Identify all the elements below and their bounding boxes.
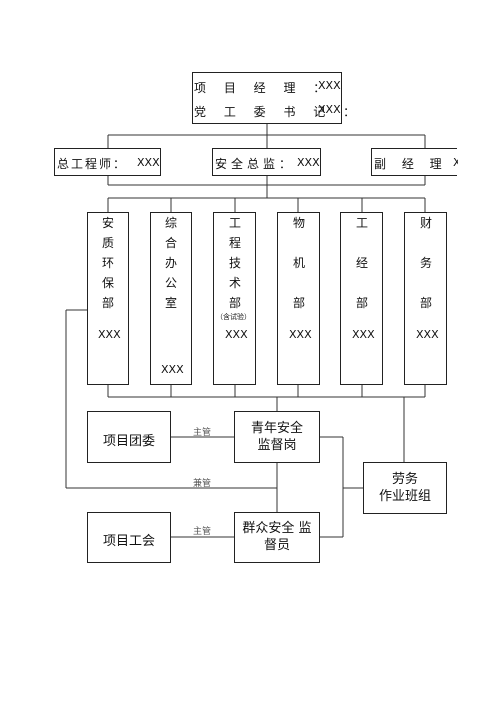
dept-char: 综 [164, 216, 177, 230]
dept-char [292, 273, 306, 293]
dept-engineering: 工 程 技 术 部 （含试验） XXX [213, 212, 256, 385]
dept-economics: 工 经 部 XXX [340, 212, 383, 385]
dept-char [292, 233, 306, 253]
dept-char: 经 [355, 256, 368, 270]
dept-head: XXX [352, 328, 375, 341]
chief-engineer-value: XXX [137, 156, 160, 169]
dept-head: XXX [161, 363, 184, 376]
youth-safety-post-label: 青年安全 监督岗 [250, 421, 303, 453]
safety-director-label: 安全总监： [215, 157, 296, 171]
labor-team-box: 劳务 作业班组 [363, 462, 447, 514]
project-manager-value: XXX [318, 79, 341, 92]
dept-char: 财 [419, 216, 432, 230]
dept-char: 办 [164, 256, 177, 270]
dept-materials: 物 机 部 XXX [277, 212, 320, 385]
safety-director-box: 安全总监： XXX [212, 148, 321, 176]
party-secretary-label: 党 工 委 书 记 ： [194, 105, 363, 119]
dept-char: 术 [228, 276, 241, 290]
in-charge-label-2: 主管 [193, 527, 212, 537]
dept-char: 工 [228, 216, 241, 230]
dept-char: 环 [101, 256, 114, 270]
deputy-manager-label: 副 经 理 ： [374, 157, 458, 171]
dept-char: 保 [101, 276, 114, 290]
youth-safety-post-box: 青年安全 监督岗 [234, 411, 320, 463]
project-manager-box: 项 目 经 理 ： XXX 党 工 委 书 记 ： XXX [192, 72, 355, 124]
dept-char: 部 [228, 296, 241, 310]
dept-quality-safety: 安 质 环 保 部 XXX [87, 212, 129, 385]
dept-char: 程 [228, 236, 241, 250]
concurrent-label: 兼管 [193, 479, 212, 489]
dept-head: XXX [416, 328, 439, 341]
dept-finance: 财 务 部 XXX [404, 212, 447, 385]
dept-char [355, 273, 369, 293]
deputy-manager-box: 副 经 理 ： X [371, 148, 458, 176]
dept-char: 安 [101, 216, 114, 230]
dept-head: XXX [98, 328, 121, 341]
dept-char: 技 [228, 256, 241, 270]
party-secretary-value: XXX [318, 103, 341, 116]
dept-char: 工 [355, 216, 368, 230]
project-union-box: 项目工会 [87, 512, 171, 563]
dept-head: XXX [289, 328, 312, 341]
dept-char [355, 233, 369, 253]
dept-char: 质 [101, 236, 114, 250]
dept-general-office: 综 合 办 公 室 XXX [150, 212, 192, 385]
safety-director-value: XXX [297, 156, 320, 169]
in-charge-label-1: 主管 [193, 428, 212, 438]
chief-engineer-label: 总工程师： [57, 157, 128, 171]
dept-char: 部 [101, 296, 114, 310]
dept-char: 物 [292, 216, 305, 230]
labor-team-label: 劳务 作业班组 [378, 472, 431, 504]
dept-char: 机 [292, 256, 305, 270]
project-union-label: 项目工会 [103, 534, 156, 549]
dept-char: 公 [164, 276, 177, 290]
deputy-manager-value: X [453, 156, 458, 169]
dept-head: XXX [225, 328, 248, 341]
project-manager-label: 项 目 经 理 ： [194, 81, 333, 95]
youth-committee-label: 项目团委 [103, 434, 156, 449]
dept-char: 室 [164, 296, 177, 310]
mass-safety-supervisor-box: 群众安全 监 督员 [234, 512, 320, 563]
dept-char: 部 [419, 296, 432, 310]
dept-char: 务 [419, 256, 432, 270]
dept-char [419, 273, 433, 293]
dept-note: （含试验） [216, 313, 251, 321]
mass-safety-supervisor-label: 群众安全 监 督员 [242, 521, 312, 553]
dept-char: 部 [355, 296, 368, 310]
chief-engineer-box: 总工程师： XXX [54, 148, 161, 176]
youth-committee-box: 项目团委 [87, 411, 171, 463]
dept-char [419, 233, 433, 253]
dept-char: 部 [292, 296, 305, 310]
dept-char: 合 [164, 236, 177, 250]
